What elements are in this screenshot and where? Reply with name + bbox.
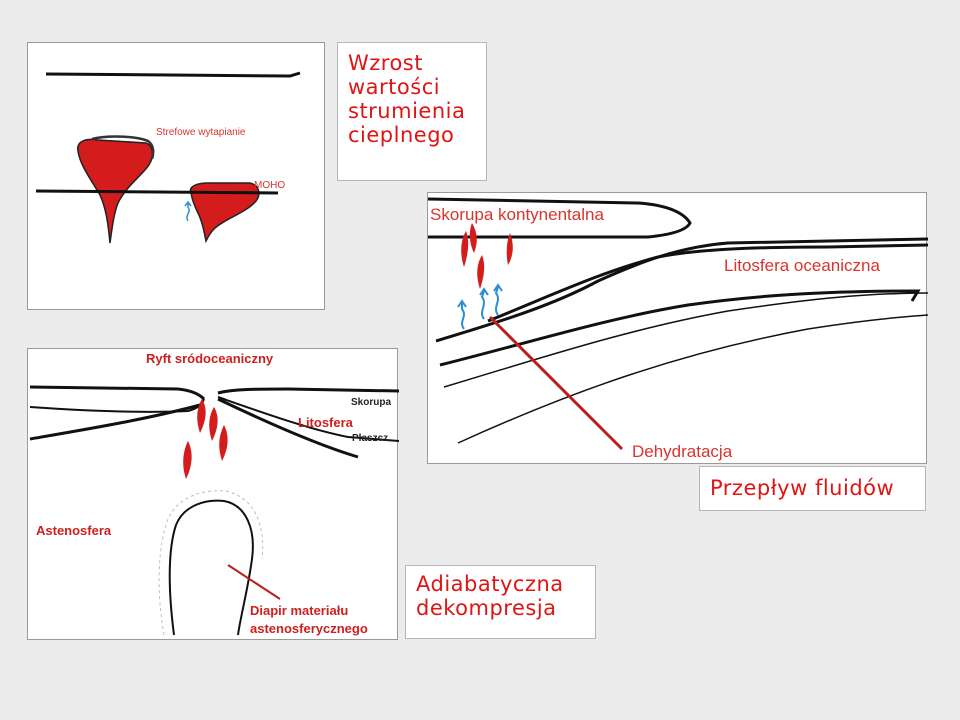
- magma-drop: [219, 425, 228, 461]
- magma-drop: [197, 399, 206, 433]
- lithosphere-right-upper: [217, 396, 399, 442]
- callout-fluid-flow: Przepływ fluidów: [699, 466, 926, 511]
- panel-subduction: Skorupa kontynentalna Litosfera oceanicz…: [427, 192, 928, 464]
- rift-label: Ryft sródoceaniczny: [146, 351, 274, 366]
- subduction-diagram: [428, 197, 928, 451]
- diapir-halo: [158, 490, 264, 636]
- magma-drop: [469, 223, 477, 253]
- magma-body-left-outline: [91, 135, 155, 160]
- fluid-arrow-icon: [493, 283, 503, 316]
- moho-label: MOHO: [254, 180, 286, 191]
- deep-boundary-line: [457, 314, 928, 444]
- zonal-melting-label: Strefowe wytapianie: [156, 127, 246, 138]
- callout-adiabatic: Adiabatyczna dekompresja: [405, 565, 596, 639]
- oceanic-lithosphere-base: [439, 289, 921, 367]
- magma-body-right: [189, 182, 260, 244]
- callout-heat-flow-line-1: Wzrost: [348, 51, 423, 75]
- callout-heat-flow-line-2: wartości: [348, 75, 441, 100]
- oceanic-lithosphere-label: Litosfera oceaniczna: [724, 256, 880, 275]
- fluid-arrow-icon: [457, 299, 467, 330]
- dehydration-label: Dehydratacja: [632, 442, 733, 461]
- surface-line: [45, 71, 301, 78]
- rift-diagram: [29, 385, 399, 636]
- magma-drop: [183, 441, 192, 479]
- diapir-label-line-1: Diapir materiału: [250, 603, 349, 618]
- magma-drop: [506, 233, 513, 265]
- callout-heat-flow-line-4: cieplnego: [348, 123, 455, 148]
- lithosphere-right-base: [217, 397, 359, 459]
- asthenosphere-label: Astenosfera: [36, 523, 112, 538]
- continental-crust-label: Skorupa kontynentalna: [430, 205, 604, 224]
- diapir-outline: [168, 499, 254, 636]
- lower-boundary-line: [443, 292, 928, 388]
- zonal-melting-diagram: [35, 71, 301, 244]
- callout-fluid-flow-text: Przepływ fluidów: [710, 476, 895, 500]
- magma-drop: [477, 255, 485, 289]
- moho-line: [35, 189, 279, 195]
- magma-drop: [461, 231, 469, 267]
- panel-rift: Ryft sródoceaniczny Skorupa Litosfera Pł…: [27, 348, 399, 640]
- crust-surface-left: [29, 385, 206, 401]
- callout-adiabatic-line-2: dekompresja: [416, 596, 557, 621]
- upper-plate-line: [435, 237, 928, 343]
- mantle-label: Płaszcz: [352, 433, 389, 444]
- slab-top-line: [487, 243, 928, 323]
- crust-label: Skorupa: [351, 397, 392, 408]
- crust-surface-right: [217, 387, 399, 395]
- fluid-arrow-icon: [184, 200, 192, 222]
- lithosphere-label: Litosfera: [298, 415, 353, 430]
- panel-zonal-melting: Strefowe wytapianie MOHO: [27, 42, 325, 310]
- diapir-label-line-2: astenosferycznego: [250, 621, 368, 636]
- magma-drop: [209, 407, 218, 441]
- continental-crust-outline: [428, 197, 692, 239]
- dehydration-leader-line: [488, 315, 624, 451]
- callout-adiabatic-line-1: Adiabatyczna: [416, 572, 564, 596]
- fluid-arrow-icon: [479, 287, 489, 320]
- callout-heat-flow: Wzrost wartości strumienia cieplnego: [337, 42, 487, 181]
- diapir-leader-line: [227, 564, 281, 600]
- lithosphere-left-base: [29, 403, 201, 441]
- callout-heat-flow-line-3: strumienia: [348, 99, 466, 124]
